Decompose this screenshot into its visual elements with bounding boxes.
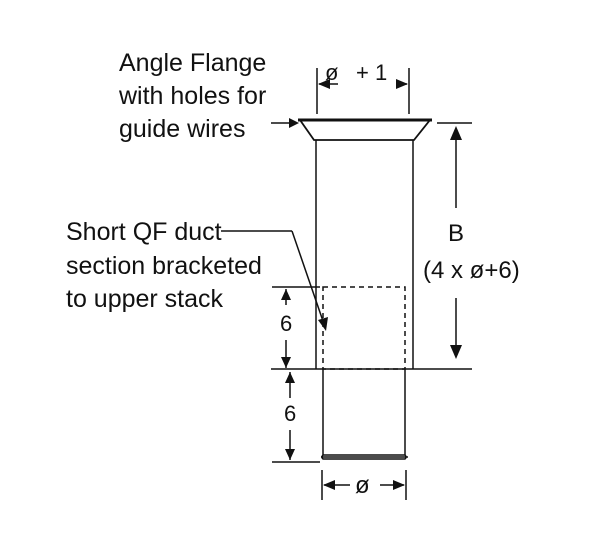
bottom-dim-phi: ø	[355, 472, 370, 499]
lower-qf-section	[321, 369, 408, 460]
flange-pointer-arrow	[271, 118, 299, 128]
top-dim-plus-one: + 1	[356, 60, 387, 85]
lower-six-label: 6	[284, 401, 296, 426]
b-dimension-formula: (4 x ø+6)	[423, 257, 520, 284]
bottom-width-dimension	[321, 470, 407, 500]
duct-label-line2: section bracketed	[66, 252, 262, 280]
upper-six-label: 6	[280, 311, 292, 336]
upper-stack	[271, 140, 472, 370]
top-width-dimension	[316, 68, 410, 114]
upper-six-dimension	[272, 286, 320, 368]
flange-label-line3: guide wires	[119, 115, 245, 143]
duct-label-line3: to upper stack	[66, 285, 224, 313]
duct-label-line1: Short QF duct	[66, 218, 222, 246]
duct-leader-arrow	[221, 230, 328, 331]
hidden-qf-section	[322, 286, 406, 370]
b-dimension-label: B	[448, 220, 464, 247]
lower-six-dimension	[272, 372, 320, 463]
flange-label-line2: with holes for	[118, 82, 266, 110]
flange-label-line1: Angle Flange	[119, 49, 266, 77]
b-height-dimension	[437, 122, 472, 359]
top-dim-phi: ø	[325, 60, 338, 85]
angle-flange	[298, 118, 432, 141]
